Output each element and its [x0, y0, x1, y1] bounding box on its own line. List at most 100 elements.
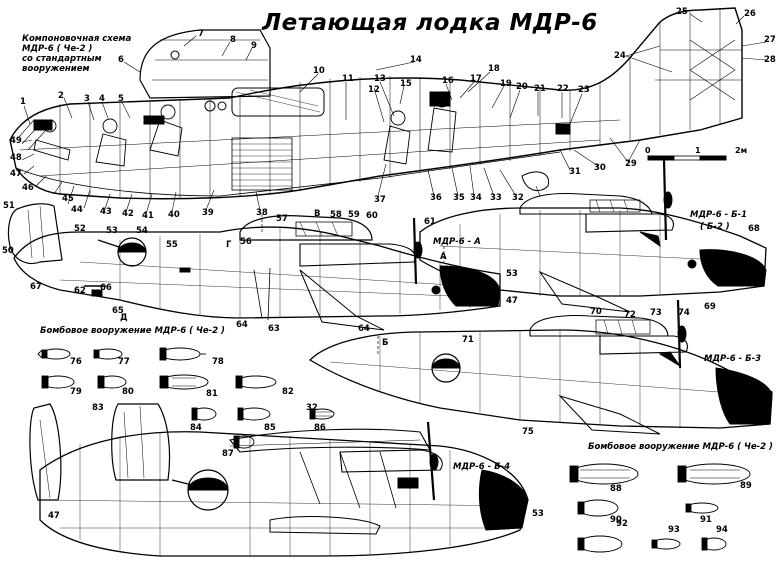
- callout-53-a: 53: [506, 269, 518, 279]
- callout-53: 53: [106, 226, 118, 236]
- callout-25: 25: [676, 7, 688, 17]
- callout-74: 74: [678, 308, 690, 318]
- callout-83: 83: [92, 403, 104, 413]
- callout-77: 77: [118, 357, 130, 367]
- bomb-85: [237, 407, 271, 421]
- callout-27: 27: [764, 35, 776, 45]
- scale-tick-2: 2м: [735, 146, 748, 155]
- callout-44: 44: [71, 205, 83, 215]
- callout-58: 58: [330, 210, 342, 220]
- bomb-81: [159, 374, 209, 390]
- bomb-92: [577, 535, 623, 553]
- callout-72: 72: [624, 310, 636, 320]
- bomb-heading-left: Бомбовое вооружение МДР-6 ( Че-2 ): [40, 326, 225, 336]
- layout-caption-line: со стандартным: [22, 54, 102, 64]
- callout-53-b4: 53: [532, 509, 544, 519]
- callout-73: 73: [650, 308, 662, 318]
- bomb-80: [97, 375, 127, 389]
- callout-47-b4: 47: [48, 511, 60, 521]
- callout-55: 55: [166, 240, 178, 250]
- section-letter-d: Д: [120, 313, 128, 323]
- callout-10: 10: [313, 66, 325, 76]
- callout-29: 29: [625, 159, 637, 169]
- callout-56: 56: [240, 237, 252, 247]
- bomb-78: [159, 347, 206, 361]
- callout-62: 62: [74, 286, 86, 296]
- callout-7: 7: [198, 29, 204, 39]
- callout-21: 21: [534, 84, 546, 94]
- callout-15: 15: [400, 79, 412, 89]
- callout-60: 60: [366, 211, 378, 221]
- callout-34: 34: [470, 193, 482, 203]
- mdr6-a-side-view: [7, 203, 501, 331]
- callout-65: 65: [112, 306, 124, 316]
- callout-41: 41: [142, 211, 154, 221]
- bomb-91: [685, 502, 719, 514]
- callout-59: 59: [348, 210, 360, 220]
- callout-81: 81: [206, 389, 218, 399]
- mdr6-b4-three-quarter-view: [29, 403, 529, 557]
- layout-caption: Компоновочная схема МДР-6 ( Че-2 ) со ст…: [22, 34, 131, 74]
- callout-32: 32: [512, 193, 524, 203]
- callout-84: 84: [190, 423, 202, 433]
- callout-30: 30: [594, 163, 606, 173]
- callout-39: 39: [202, 208, 214, 218]
- callout-33: 33: [490, 193, 502, 203]
- callout-42: 42: [122, 209, 134, 219]
- callout-20: 20: [516, 82, 528, 92]
- section-letter-b: Б: [382, 338, 389, 348]
- callout-50: 50: [2, 246, 14, 256]
- callout-31: 31: [569, 167, 581, 177]
- layout-caption-line: Компоновочная схема: [22, 34, 132, 44]
- callout-4: 4: [99, 94, 105, 104]
- bomb-90: [577, 499, 619, 517]
- callout-88: 88: [610, 484, 622, 494]
- callout-86: 86: [314, 423, 326, 433]
- bomb-87: [233, 435, 255, 449]
- callout-54: 54: [136, 226, 148, 236]
- callout-36: 36: [430, 193, 442, 203]
- callout-61: 61: [424, 217, 436, 227]
- bomb-79: [41, 375, 75, 389]
- callout-51: 51: [3, 201, 15, 211]
- callout-45: 45: [62, 194, 74, 204]
- callout-75: 75: [522, 427, 534, 437]
- callout-52: 52: [74, 224, 86, 234]
- variant-label-b3: МДР-6 - Б-3: [704, 354, 762, 364]
- variant-label-b1: МДР-6 - Б-1: [690, 210, 748, 220]
- callout-93: 93: [668, 525, 680, 535]
- callout-57: 57: [276, 214, 288, 224]
- callout-18: 18: [488, 64, 500, 74]
- callout-23: 23: [578, 85, 590, 95]
- callout-82: 82: [282, 387, 294, 397]
- bomb-84: [191, 407, 217, 421]
- callout-80: 80: [122, 387, 134, 397]
- callout-11: 11: [342, 74, 354, 84]
- callout-19: 19: [500, 79, 512, 89]
- callout-67: 67: [30, 282, 42, 292]
- callout-8: 8: [230, 35, 236, 45]
- callout-48: 48: [10, 153, 22, 163]
- callout-47-a: 47: [506, 296, 518, 306]
- bomb-set-left: [37, 347, 335, 449]
- variant-label-b4: МДР-6 - Б-4: [453, 462, 511, 472]
- bomb-88: [569, 463, 639, 485]
- callout-17: 17: [470, 74, 482, 84]
- mdr6-b1-side-view: [419, 159, 767, 313]
- layout-caption-line: МДР-6 ( Че-2 ): [22, 44, 93, 54]
- bomb-89: [677, 463, 751, 485]
- callout-70: 70: [590, 307, 602, 317]
- callout-90: 90: [610, 515, 622, 525]
- callout-47: 47: [10, 169, 22, 179]
- bomb-86: [309, 408, 335, 420]
- callout-63: 63: [268, 324, 280, 334]
- section-letter-g: Г: [226, 240, 232, 250]
- callout-13: 13: [374, 74, 386, 84]
- callout-78: 78: [212, 357, 224, 367]
- callout-14: 14: [410, 55, 422, 65]
- callout-28: 28: [764, 55, 776, 65]
- callout-26: 26: [744, 9, 756, 19]
- callout-49: 49: [10, 136, 22, 146]
- callout-37: 37: [374, 195, 386, 205]
